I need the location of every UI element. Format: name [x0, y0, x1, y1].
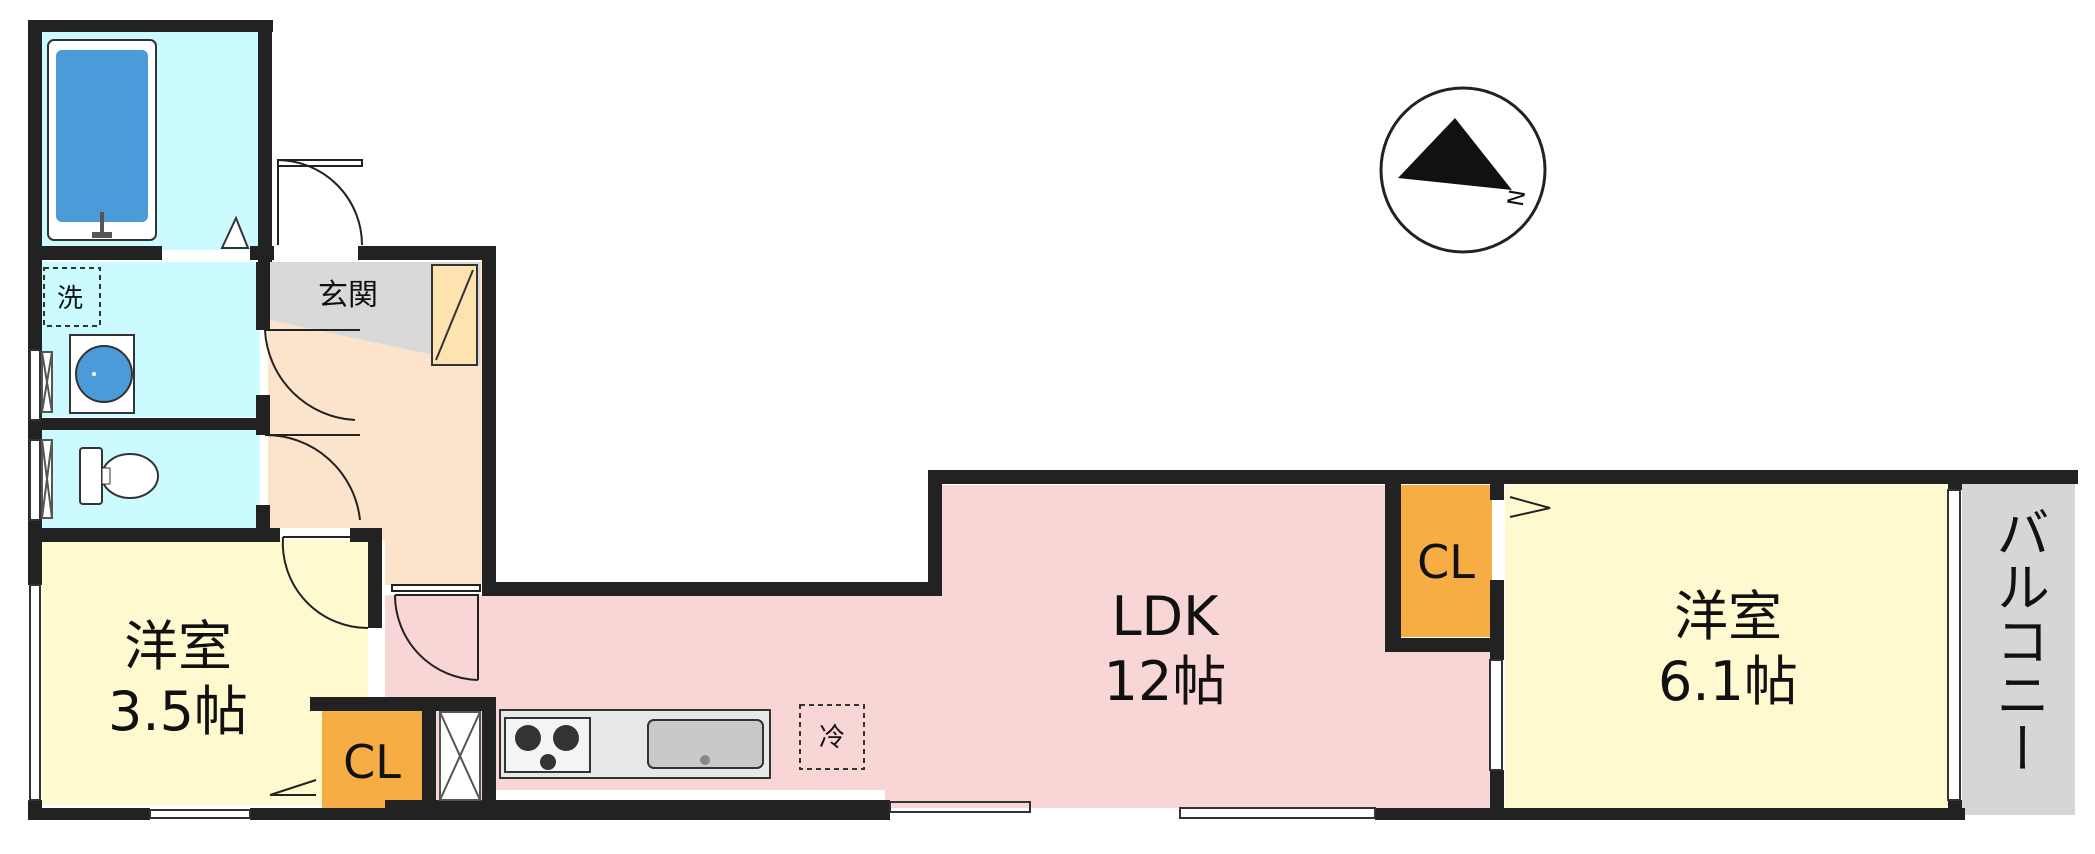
burner-icon	[540, 754, 556, 770]
bathtub	[47, 39, 157, 241]
north-label: N	[1504, 188, 1531, 209]
western-large-name: 洋室	[1674, 585, 1782, 648]
doors	[264, 159, 1551, 796]
sink-basin	[69, 334, 135, 414]
kitchen-counter	[499, 709, 771, 779]
entrance-label: 玄関	[318, 278, 378, 313]
western-large-size: 6.1帖	[1658, 650, 1798, 713]
ldk-size: 12帖	[1104, 650, 1227, 713]
closet-small	[322, 710, 422, 810]
western-small-name: 洋室	[124, 615, 232, 678]
western-small-size: 3.5帖	[108, 680, 248, 743]
fridge-label: 冷	[819, 723, 845, 753]
shoe-storage	[431, 264, 478, 366]
western-small-floor	[42, 540, 368, 805]
toilet-fixture	[79, 447, 159, 505]
balcony-floor	[1962, 475, 2075, 815]
fridge-space	[799, 704, 865, 770]
closet-ldk	[1400, 485, 1492, 637]
north-arrow-icon	[1398, 118, 1512, 190]
walls	[28, 20, 2078, 820]
windows	[29, 349, 1961, 819]
burner-icon	[553, 725, 579, 751]
burner-icon	[515, 725, 541, 751]
pipe-space	[41, 351, 481, 801]
balcony-label: バルコニー	[1987, 505, 2050, 775]
closet-small-label: CL	[343, 735, 401, 789]
compass: N	[1379, 86, 1547, 254]
ldk-name: LDK	[1111, 585, 1220, 648]
western-large-floor	[1505, 485, 1948, 808]
washer-box	[43, 267, 101, 327]
triangle-marker	[220, 215, 250, 249]
entrance-floor	[270, 262, 480, 365]
closet-ldk-label: CL	[1417, 535, 1475, 589]
washer-label: 洗	[57, 284, 83, 314]
